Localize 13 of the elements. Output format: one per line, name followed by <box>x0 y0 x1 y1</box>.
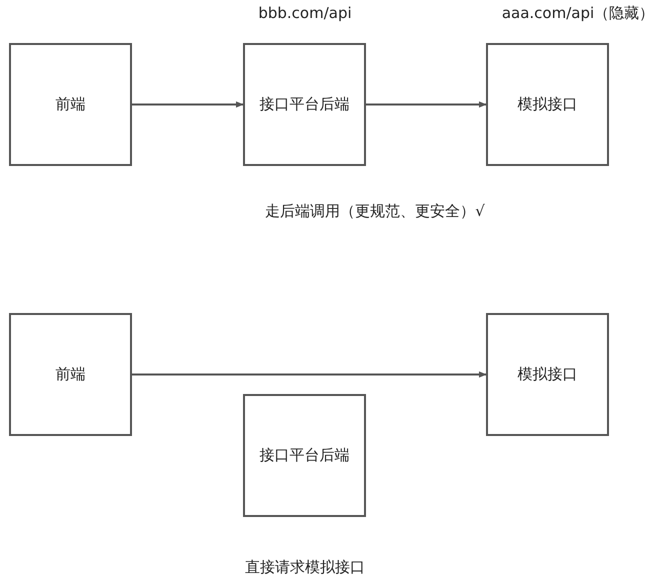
arrow <box>132 101 244 108</box>
address-label: aaa.com/api（隐藏） <box>502 4 654 23</box>
process-box: 接口平台后端 <box>243 394 366 517</box>
process-box: 前端 <box>9 313 132 436</box>
address-label: bbb.com/api <box>258 4 352 22</box>
process-box: 模拟接口 <box>486 43 609 166</box>
caption-text: 直接请求模拟接口 <box>245 558 365 577</box>
process-box: 模拟接口 <box>486 313 609 436</box>
process-box: 接口平台后端 <box>243 43 366 166</box>
process-box: 前端 <box>9 43 132 166</box>
arrow <box>132 371 487 378</box>
caption-text: 走后端调用（更规范、更安全）√ <box>265 202 485 221</box>
arrow <box>366 101 487 108</box>
